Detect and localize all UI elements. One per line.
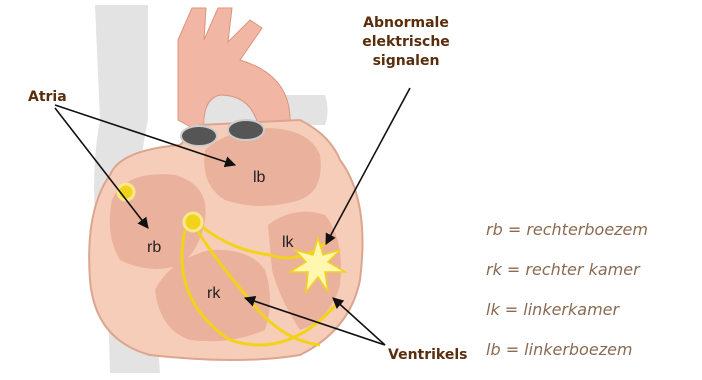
abnormal-signals-line-3: signalen [373, 53, 440, 69]
valve-left [181, 126, 217, 146]
legend-item-rk: rk = rechter kamer [486, 260, 648, 300]
chamber-label-rb: rb [147, 239, 161, 256]
chamber-label-lb: lb [253, 169, 266, 186]
legend-item-lk: lk = linkerkamer [486, 300, 648, 340]
abnormal-signals-label: Abnormale elektrische signalen [356, 14, 456, 71]
legend-item-rb: rb = rechterboezem [486, 220, 648, 260]
av-node [184, 213, 202, 231]
abbreviation-legend: rb = rechterboezem rk = rechter kamer lk… [486, 220, 648, 380]
chamber-label-lk: lk [282, 234, 295, 251]
valve-right [228, 120, 264, 140]
legend-item-lb: lb = linkerboezem [486, 340, 648, 380]
abnormal-signals-line-2: elektrische [362, 34, 450, 50]
ventricles-label: Ventrikels [388, 346, 468, 365]
chamber-label-rk: rk [207, 285, 221, 302]
left-atrium-chamber [204, 128, 321, 206]
atria-label: Atria [28, 88, 67, 107]
abnormal-signals-line-1: Abnormale [363, 15, 449, 31]
